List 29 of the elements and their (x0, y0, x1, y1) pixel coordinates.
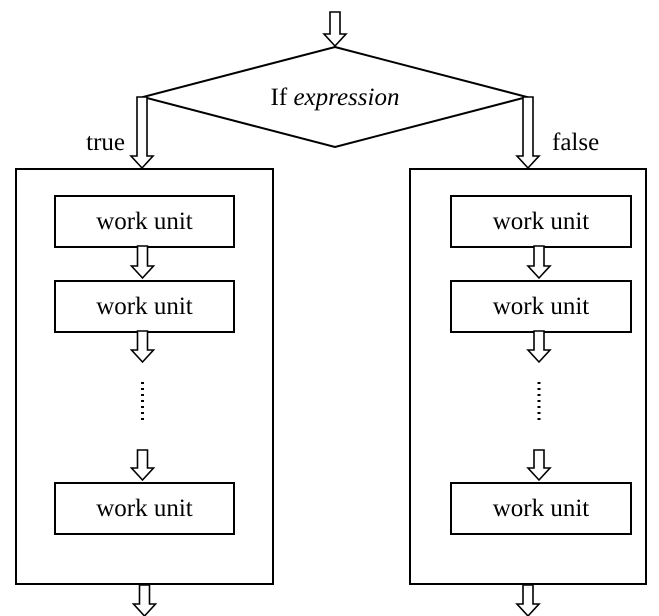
decision-diamond (142, 46, 528, 148)
block-arrow (515, 584, 541, 616)
block-arrow (130, 330, 156, 364)
block-arrow (129, 96, 155, 170)
process-box (450, 195, 632, 248)
branch-box (409, 168, 647, 585)
process-label: work unit (96, 496, 193, 521)
block-arrow (132, 584, 158, 616)
process-box (54, 280, 235, 333)
process-box (54, 482, 235, 535)
condition-text: If expression (270, 84, 400, 110)
block-arrow (526, 245, 552, 280)
branch-box (15, 168, 274, 585)
process-label: work unit (492, 496, 590, 521)
process-label: work unit (492, 294, 590, 319)
block-arrow (130, 245, 156, 280)
process-box (54, 195, 235, 248)
edge-label: false (552, 130, 600, 155)
process-box (450, 482, 632, 535)
process-label: work unit (492, 209, 590, 234)
block-arrow (526, 449, 552, 482)
block-arrow (322, 11, 348, 48)
block-arrow (526, 330, 552, 364)
edge-label: true (86, 130, 125, 155)
process-label: work unit (96, 294, 193, 319)
process-box (450, 280, 632, 333)
block-arrow (515, 96, 541, 170)
block-arrow (130, 449, 156, 482)
process-label: work unit (96, 209, 193, 234)
